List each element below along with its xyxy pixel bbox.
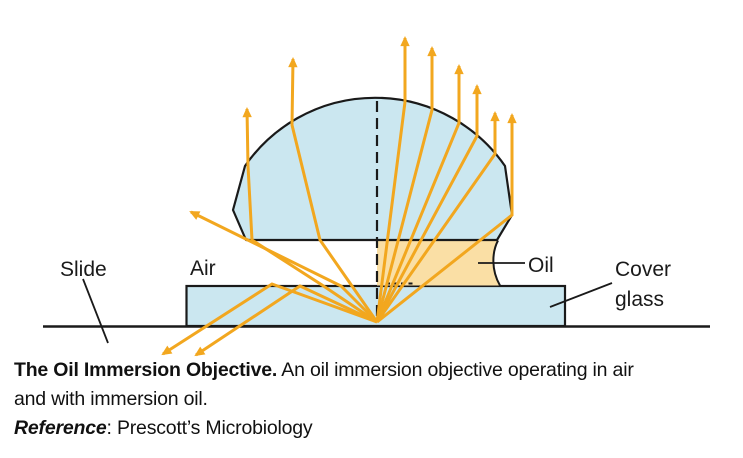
light-ray [375, 63, 464, 323]
cover-glass-pointer-line [549, 282, 613, 308]
light-ray [194, 284, 378, 357]
air-label: Air [190, 257, 216, 280]
cover-glass-label-line1: Cover [615, 258, 672, 281]
slide-label: Slide [60, 258, 107, 281]
light-ray [375, 45, 437, 323]
light-ray [242, 106, 378, 324]
cover-glass-label: Cover glass [615, 255, 671, 315]
figure-caption: The Oil Immersion Objective. An oil imme… [14, 356, 740, 443]
light-ray [375, 83, 482, 323]
oil-label: Oil [528, 254, 554, 277]
light-ray [375, 35, 410, 323]
light-rays [161, 35, 517, 357]
light-ray [161, 282, 378, 356]
slide-pointer-line [82, 278, 109, 344]
oil-region [377, 240, 500, 286]
caption-body-line1: An oil immersion objective operating in … [277, 359, 634, 381]
caption-body-line2: and with immersion oil. [14, 388, 208, 410]
light-ray [189, 210, 379, 324]
caption-reference-label: Reference [14, 417, 107, 439]
caption-title: The Oil Immersion Objective. [14, 359, 278, 381]
caption-reference-text: : Prescott’s Microbiology [106, 417, 313, 439]
oil-meniscus-edge [492, 240, 501, 287]
lens-shape [231, 96, 514, 242]
light-ray [376, 112, 517, 324]
light-ray [288, 56, 379, 323]
cover-glass-label-line2: glass [615, 288, 665, 311]
light-ray [375, 110, 500, 323]
